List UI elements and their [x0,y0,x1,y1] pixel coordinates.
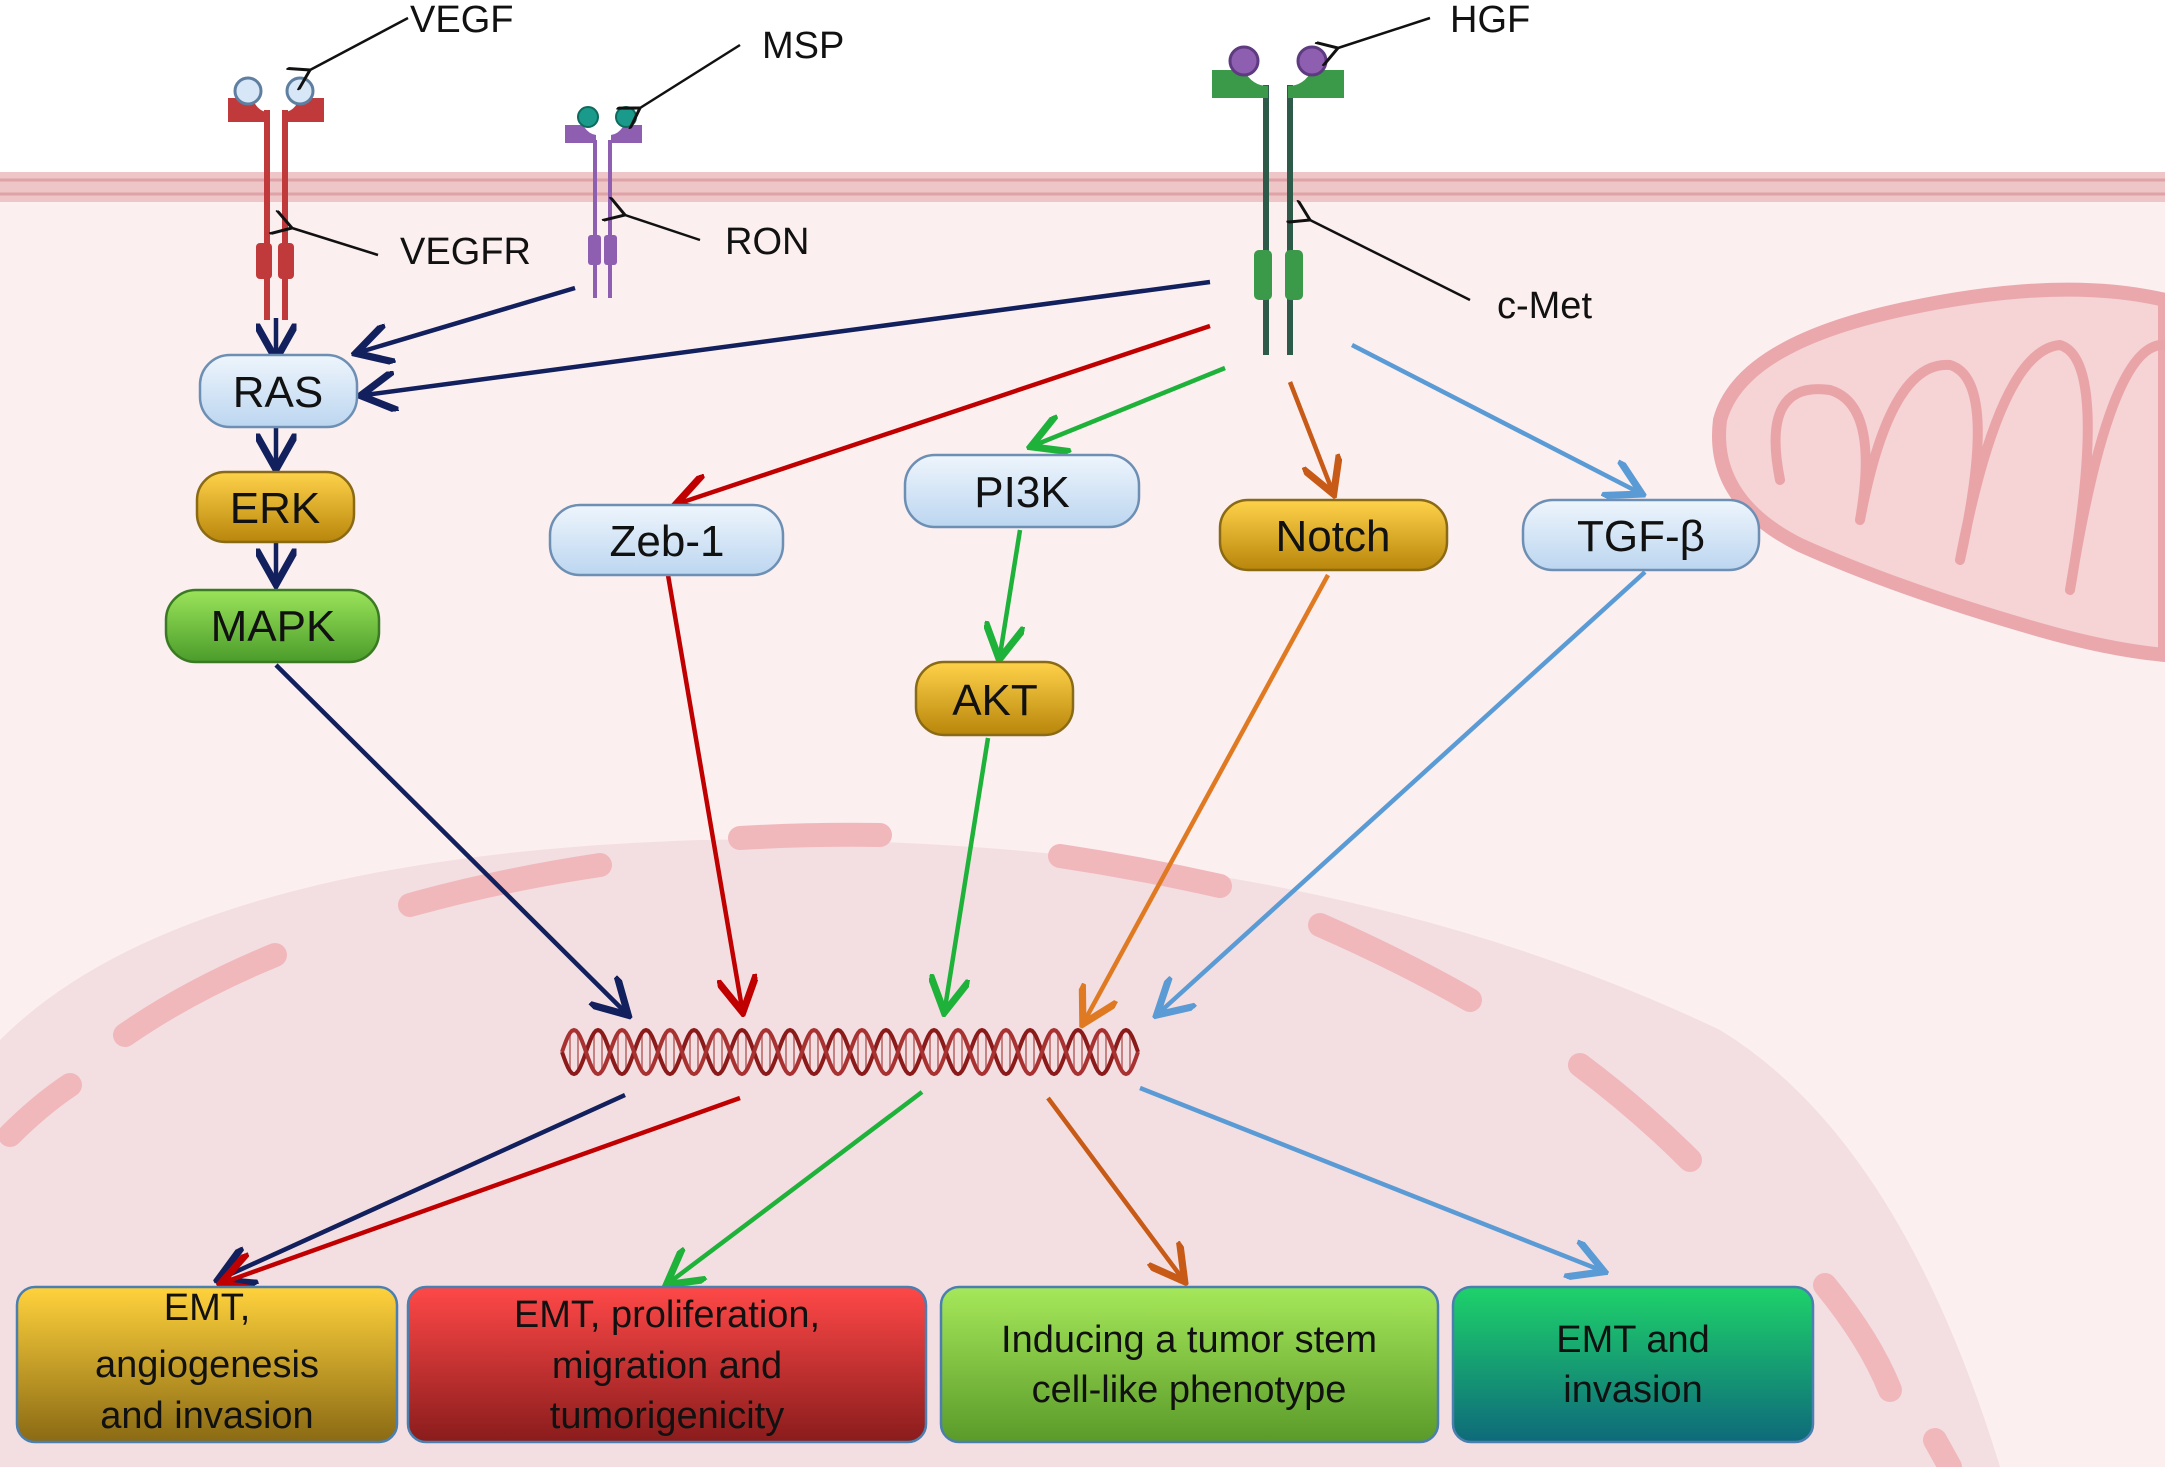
node-zeb1-label: Zeb-1 [610,517,725,566]
outcome4-line2: invasion [1563,1369,1702,1411]
outcome-emt-proliferation: EMT, proliferation, migration and tumori… [406,1285,928,1444]
vegf-ligand [285,76,315,106]
dna-strand [560,1027,1140,1077]
node-pi3k: PI3K [903,453,1141,529]
arrow-mapk-dna [274,663,625,1012]
cmet-label: c-Met [1497,285,1592,327]
vegf-ligand [233,76,263,106]
hgf-ligand [1228,45,1260,77]
arrow-zeb1-dna [665,574,742,1008]
msp-label: MSP [762,25,844,67]
mitochondrion [1712,282,2165,663]
msp-ligand [615,106,637,128]
pathway-arrows [222,279,1647,1282]
dna-helix [560,1027,1140,1077]
node-notch: Notch [1218,498,1449,572]
arrow-akt-dna [945,737,991,1008]
arrow-cmet-zeb1 [680,323,1211,503]
node-mapk-label: MAPK [211,602,336,651]
arrow-dna-outcome1-red [225,1095,741,1282]
node-mapk: MAPK [164,588,381,664]
cell-membrane [0,172,2165,202]
ron-label: RON [725,221,809,263]
outcome-tumor-stem-cell: Inducing a tumor stem cell-like phenotyp… [939,1285,1440,1444]
outcome3-line1: Inducing a tumor stem [1001,1319,1377,1361]
node-pi3k-label: PI3K [974,468,1069,517]
outcome2-line1: EMT, proliferation, [514,1294,820,1336]
arrow-cmet-ras [365,279,1211,395]
arrow-cmet-tgfb [1350,342,1638,492]
outcome1-line2: angiogenesis [95,1344,319,1386]
arrow-dna-outcome4 [1139,1085,1600,1270]
arrow-dna-outcome3 [1046,1096,1182,1278]
nuclear-envelope [0,822,1962,1472]
msp-ligand [577,106,599,128]
arrow-ron-ras [360,285,576,352]
arrow-dna-outcome1-navy [222,1092,626,1278]
node-tgfb: TGF-β [1521,498,1761,572]
label-pointers [292,16,1471,302]
node-tgfb-label: TGF-β [1577,512,1705,561]
node-akt-label: AKT [952,676,1038,725]
vegfr-label: VEGFR [400,231,531,273]
node-zeb1: Zeb-1 [548,503,785,577]
hgf-label: HGF [1450,0,1530,41]
outcome2-line3: tumorigenicity [550,1395,784,1437]
arrow-tgfb-dna [1160,570,1647,1012]
arrow-cmet-pi3k [1035,365,1226,445]
vegf-label: VEGF [410,0,513,41]
node-ras: RAS [198,353,359,429]
arrow-dna-outcome2 [670,1090,924,1282]
node-ras-label: RAS [233,368,323,417]
outcome-emt-invasion: EMT and invasion [1451,1285,1815,1444]
hgf-ligand [1296,45,1328,77]
outcome1-line1: EMT, [164,1287,251,1329]
arrow-notch-dna [1085,573,1330,1020]
outcome1-line3: and invasion [100,1395,313,1437]
arrow-pi3k-akt [1000,529,1020,655]
outcome3-line2: cell-like phenotype [1032,1369,1347,1411]
outcome4-line1: EMT and [1556,1319,1709,1361]
vegfr-receptor [228,76,324,320]
outcome2-line2: migration and [552,1345,782,1387]
outcome-emt-angiogenesis: EMT, angiogenesis and invasion [15,1285,399,1444]
arrow-cmet-notch [1287,381,1332,490]
node-notch-label: Notch [1276,512,1391,561]
node-akt: AKT [914,660,1075,737]
node-erk: ERK [195,470,356,544]
node-erk-label: ERK [230,484,320,533]
